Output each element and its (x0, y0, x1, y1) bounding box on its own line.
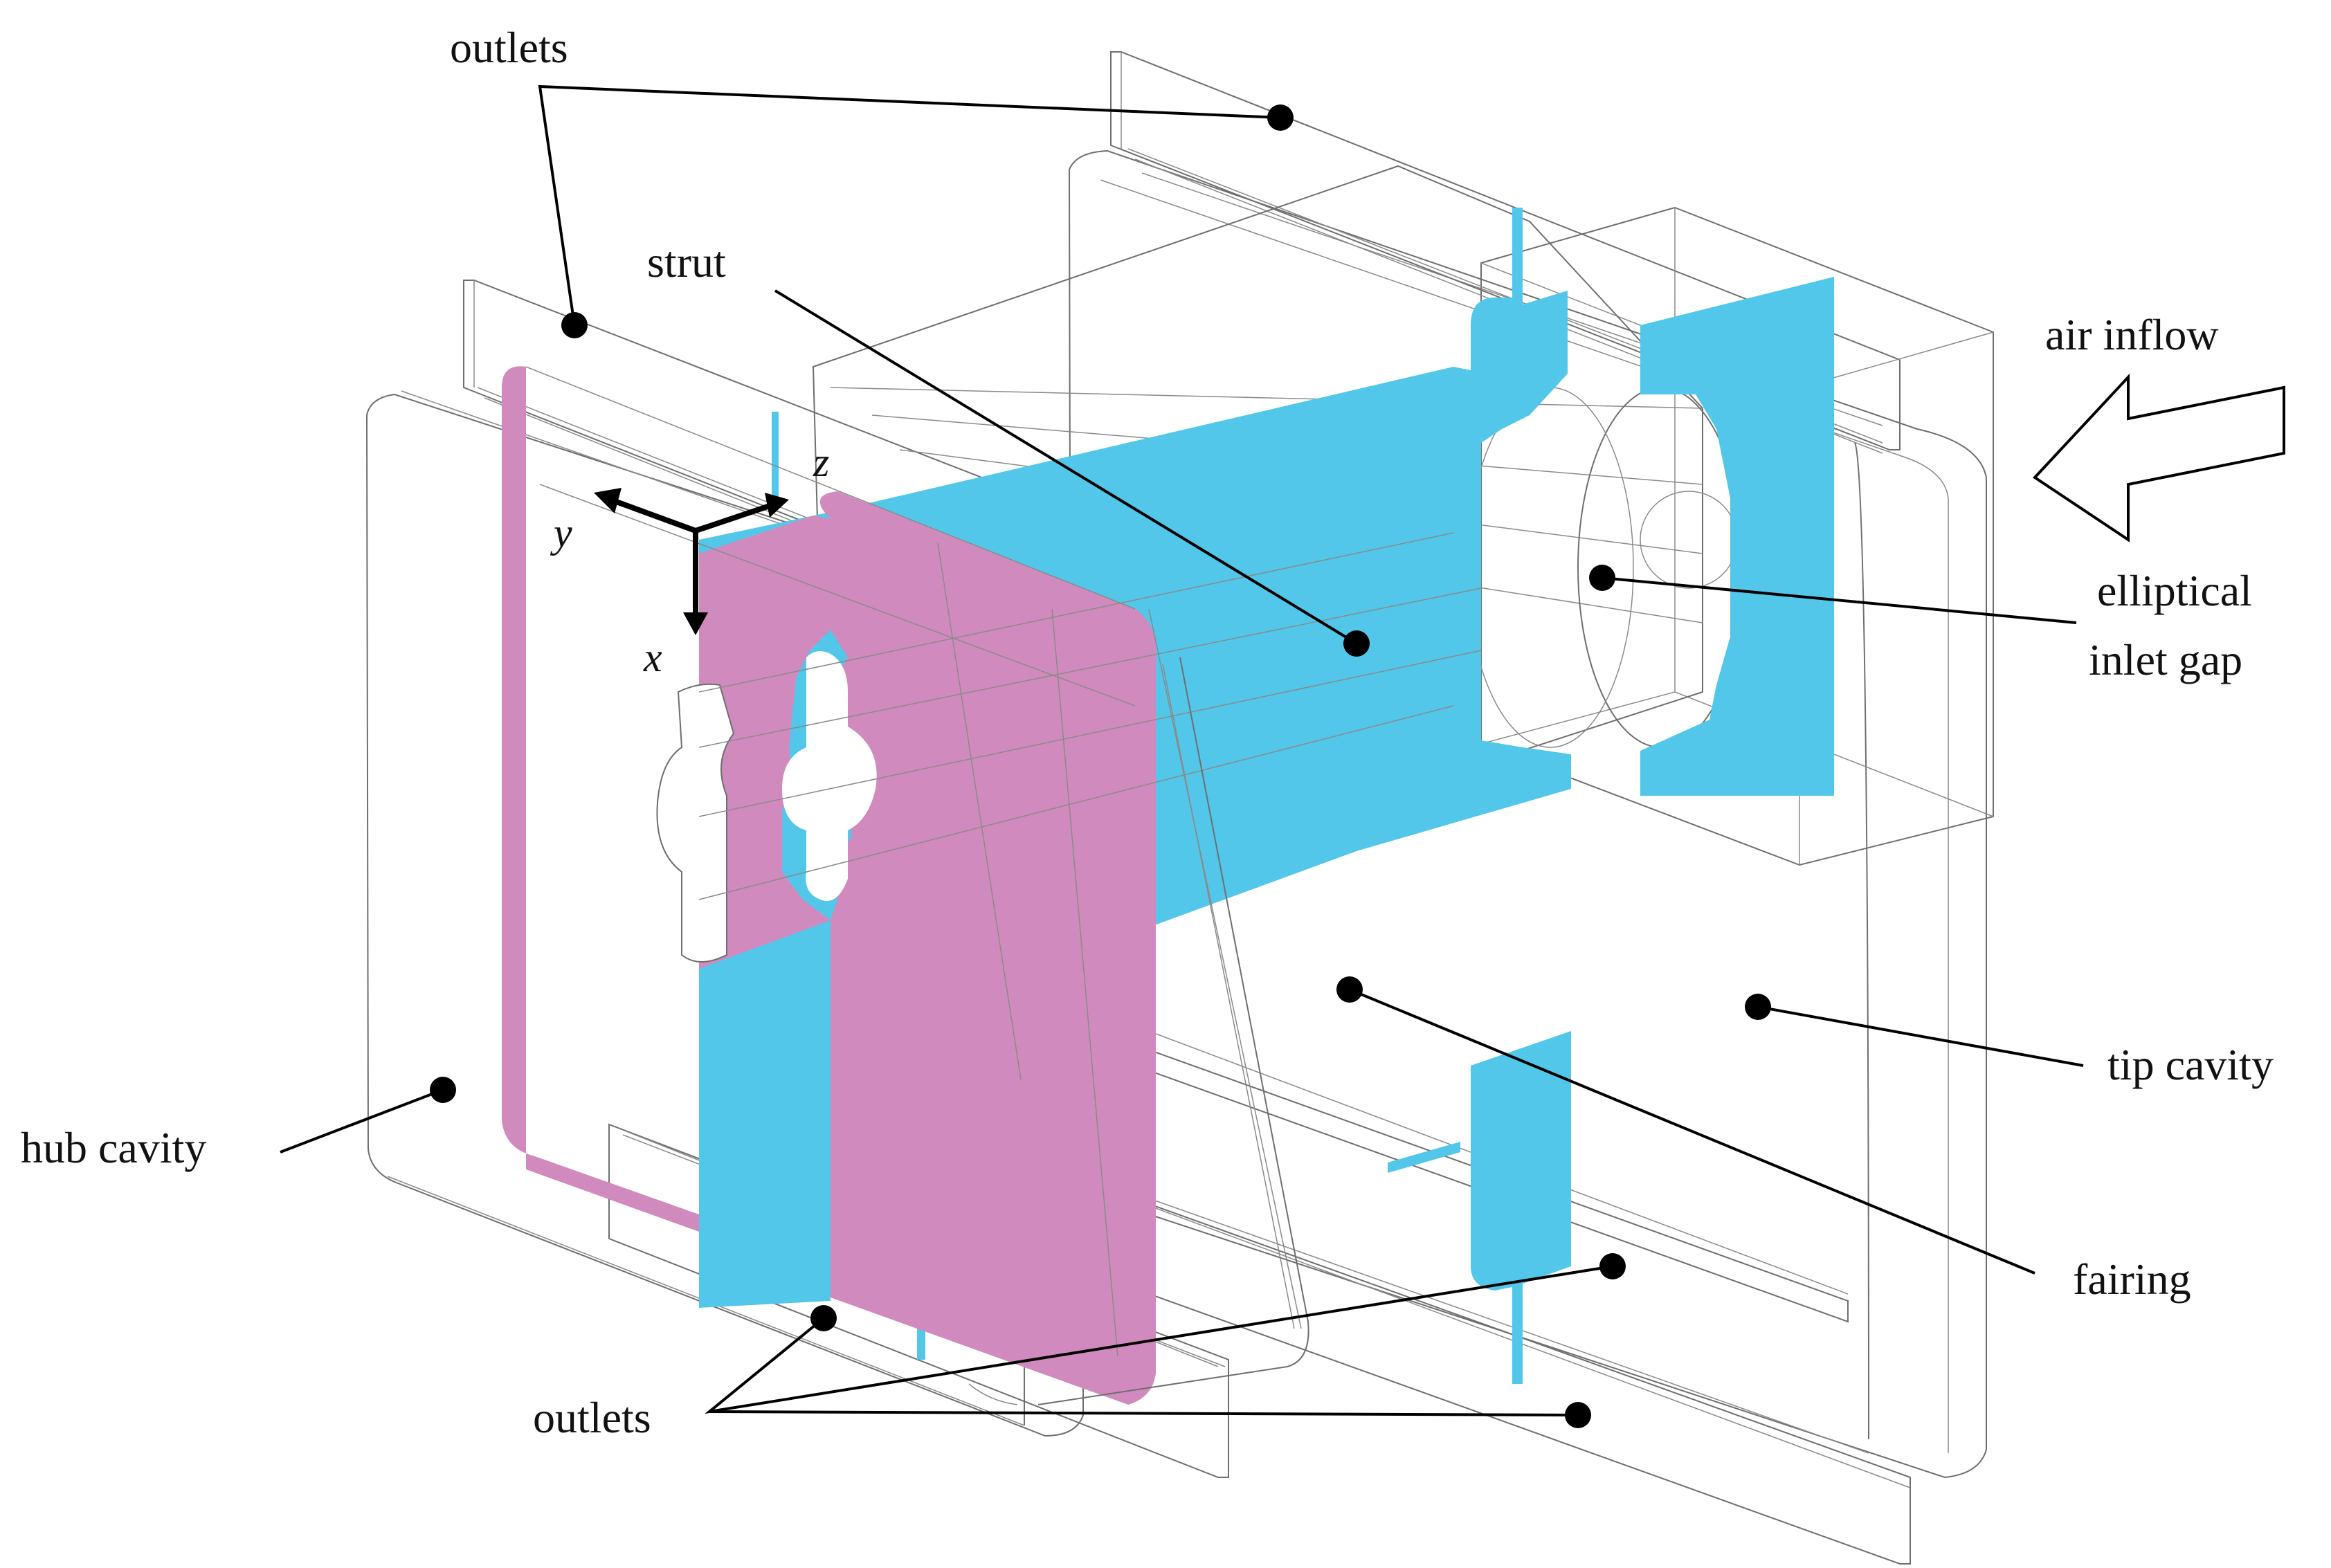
strut-plane-lower-arm (1471, 1031, 1571, 1384)
axis-x-label: x (643, 635, 662, 680)
hub-cavity-dot (430, 1077, 456, 1103)
label-tip-cavity: tip cavity (2107, 1040, 2274, 1089)
leader-lines (280, 84, 2084, 1416)
label-inlet-gap: inlet gap (2089, 635, 2242, 684)
strut-plane-upper-arm (1471, 208, 1568, 415)
label-air-inflow: air inflow (2045, 310, 2219, 359)
fairing-dot (1336, 976, 1363, 1003)
strut-plane-lower-fin (699, 990, 831, 1308)
inlet-gap-dot (1589, 565, 1615, 591)
outlets-bottom-dot-1 (810, 1305, 837, 1331)
label-hub-cavity: hub cavity (21, 1123, 206, 1172)
outlets-top-dot-1 (1267, 104, 1294, 131)
outlets-bottom-dot-2 (1599, 1253, 1626, 1279)
label-outlets-top: outlets (450, 23, 568, 72)
hub-plane-panel (502, 366, 1156, 1405)
overlay-edges (525, 366, 1482, 1405)
label-fairing: fairing (2073, 1255, 2191, 1304)
hub-cut-plane (502, 366, 1156, 1405)
tip-cavity-dot (1745, 994, 1771, 1020)
coordinate-axes: y z x (550, 439, 829, 680)
axis-y-label: y (550, 510, 572, 556)
label-dots (430, 104, 1771, 1428)
hub-plane-opening (782, 651, 877, 901)
axis-z-label: z (813, 439, 829, 485)
labels: outlets strut air inflow elliptical inle… (21, 23, 2274, 1442)
hollow-arrow-left-icon (2032, 373, 2285, 543)
strut-dot (1343, 630, 1370, 657)
strut-plane-right (1640, 277, 1834, 796)
label-strut: strut (647, 237, 726, 286)
outlets-bottom-dot-3 (1565, 1402, 1591, 1428)
outlets-top-dot-2 (561, 312, 588, 338)
label-outlets-bottom: outlets (533, 1393, 651, 1442)
label-elliptical: elliptical (2097, 566, 2252, 615)
